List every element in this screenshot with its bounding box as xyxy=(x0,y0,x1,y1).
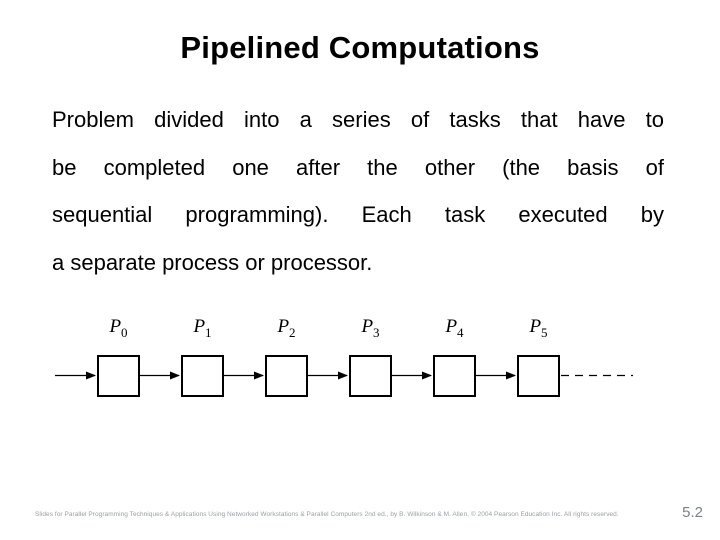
stage-label-sub: 2 xyxy=(289,324,296,340)
pipeline-stage-box-3 xyxy=(349,355,392,397)
pipeline-stage-box-2 xyxy=(265,355,308,397)
stage-label-p0: P0 xyxy=(87,316,150,340)
stage-label-base: P xyxy=(445,316,458,337)
pipeline-stage-box-5 xyxy=(517,355,560,397)
stage-label-base: P xyxy=(529,316,542,337)
body-line: a separate process or processor. xyxy=(52,249,373,275)
stage-label-p3: P3 xyxy=(339,316,402,340)
body-line: be completed one after the other (the ba… xyxy=(52,154,664,180)
stage-label-sub: 3 xyxy=(373,324,380,340)
pipeline-stage-box-4 xyxy=(433,355,476,397)
stage-label-base: P xyxy=(277,316,290,337)
pipeline-flow-arrows xyxy=(55,371,633,380)
stage-label-base: P xyxy=(109,316,122,337)
stage-label-base: P xyxy=(193,316,206,337)
slide-page-number: 5.2 xyxy=(682,504,703,521)
body-line: Problem divided into a series of tasks t… xyxy=(52,107,664,132)
pipeline-diagram: P0 P1 P2 P3 P4 P5 xyxy=(0,290,720,410)
stage-label-sub: 1 xyxy=(205,324,212,340)
stage-label-base: P xyxy=(361,316,374,337)
stage-label-sub: 0 xyxy=(121,324,128,340)
footer-credits: Slides for Parallel Programming Techniqu… xyxy=(35,511,619,518)
stage-label-p1: P1 xyxy=(171,316,234,340)
slide-title: Pipelined Computations xyxy=(180,30,540,65)
pipeline-stage-box-0 xyxy=(97,355,140,397)
stage-label-sub: 4 xyxy=(457,324,464,340)
body-line: sequential programming). Each task execu… xyxy=(52,202,664,228)
body-paragraph: Problem divided into a series of tasks t… xyxy=(52,96,664,286)
stage-label-p4: P4 xyxy=(423,316,486,340)
stage-label-p2: P2 xyxy=(255,316,318,340)
stage-label-p5: P5 xyxy=(507,316,570,340)
stage-label-sub: 5 xyxy=(541,324,548,340)
pipeline-stage-box-1 xyxy=(181,355,224,397)
